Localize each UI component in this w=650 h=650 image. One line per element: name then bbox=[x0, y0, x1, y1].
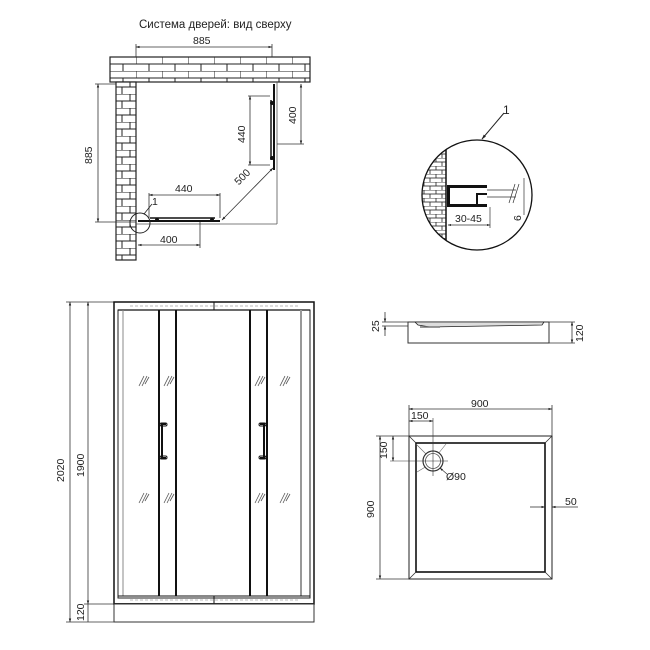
tray-depth-label: 900 bbox=[365, 500, 377, 518]
glass-thickness-label: 6 bbox=[512, 215, 524, 221]
front-elevation bbox=[66, 301, 315, 623]
tray-side-view bbox=[382, 312, 575, 344]
drain-diameter-label: Ø90 bbox=[446, 471, 466, 483]
drain-offset-x-label: 150 bbox=[411, 410, 429, 422]
drain-offset-y-label: 150 bbox=[378, 441, 390, 459]
rim-height-label: 25 bbox=[370, 320, 382, 332]
top-view-depth-label: 885 bbox=[83, 146, 95, 164]
bottom-door-offset-label: 400 bbox=[160, 234, 178, 246]
tray-width-label: 900 bbox=[471, 398, 489, 410]
wall-left bbox=[115, 81, 137, 261]
right-door-length-label: 440 bbox=[236, 125, 248, 143]
door-height-label: 1900 bbox=[75, 453, 87, 477]
profile-detail bbox=[421, 112, 533, 251]
tray-top-view bbox=[376, 405, 578, 580]
tray-side-height-label: 120 bbox=[574, 324, 586, 342]
detail-callout-label: 1 bbox=[503, 103, 510, 117]
top-view bbox=[95, 44, 311, 261]
top-view-callout-label: 1 bbox=[152, 196, 158, 208]
profile-range-label: 30-45 bbox=[455, 213, 482, 225]
drawing-title: Система дверей: вид сверху bbox=[139, 19, 292, 31]
bottom-door-length-label: 440 bbox=[175, 183, 193, 195]
total-height-label: 2020 bbox=[55, 458, 67, 482]
right-door-offset-label: 400 bbox=[287, 106, 299, 124]
tray-height-label: 120 bbox=[75, 603, 87, 621]
rim-width-label: 50 bbox=[565, 496, 577, 508]
top-view-width-label: 885 bbox=[193, 35, 211, 47]
wall-top bbox=[109, 56, 311, 83]
